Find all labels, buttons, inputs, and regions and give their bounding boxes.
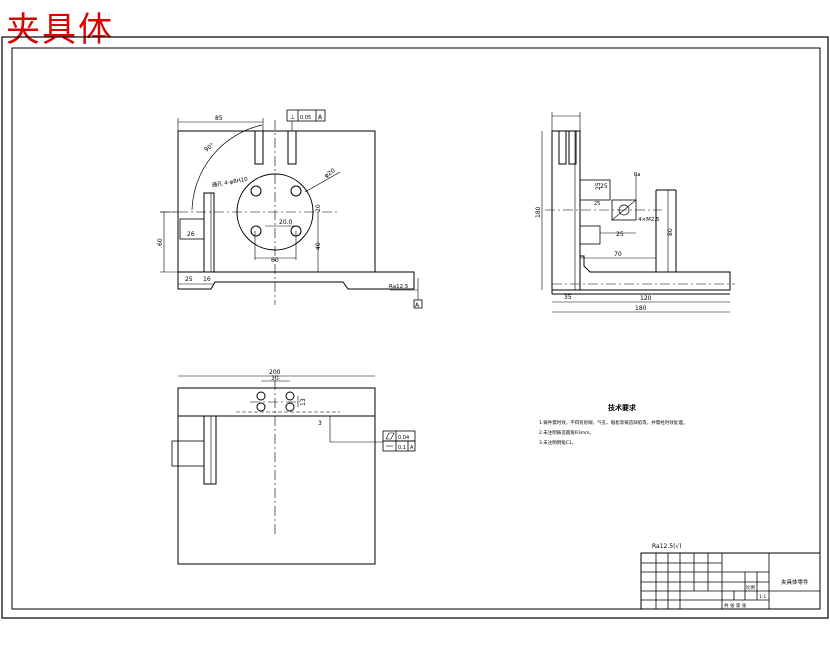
drawing-title: 夹具体 — [6, 10, 114, 50]
roughness-bottom: Ra12.5(√) — [652, 543, 682, 550]
front-dim-60-left: 60 — [157, 238, 164, 246]
tech-req-heading: 技术要求 — [608, 403, 637, 412]
plan-tol1-value: 0.04 — [398, 435, 409, 441]
front-view — [160, 109, 423, 309]
title-block-sheet: 共 张 第 张 — [724, 602, 747, 609]
sheet-border-outer — [1, 36, 829, 619]
title-block-scale: 1:1 — [759, 594, 766, 600]
front-datum-symbol: ⊥ — [290, 114, 295, 121]
title-block-name: 夹具体零件 — [781, 578, 809, 586]
front-dim-center: 20.0 — [279, 219, 293, 226]
plan-tol2-value: 0.1 — [398, 445, 406, 451]
side-dim-180-vert: 180 — [535, 206, 542, 218]
plan-dim-200: 200 — [269, 369, 281, 376]
front-dim-85: 85 — [215, 115, 223, 122]
title-block — [640, 552, 821, 610]
side-dim-35: 35 — [564, 294, 572, 301]
side-dim-70: 70 — [614, 251, 622, 258]
tech-req-item-1: 1.铸件需时效，不得有砂眼、气孔、缩松等铸造缺陷等，并需经时效处理。 — [539, 419, 687, 426]
plan-tol-frame-2 — [382, 440, 416, 452]
title-block-scale-label: 比例 — [746, 584, 755, 591]
front-datum-value: 0.05 — [300, 115, 311, 121]
tech-req-item-2: 2.未注明铸造圆角R3mm。 — [539, 429, 594, 436]
front-datum-frame — [286, 109, 326, 122]
side-dim-roughness: Ra — [634, 172, 640, 178]
side-view — [541, 112, 735, 313]
side-dim-25-inner: 25 — [594, 201, 600, 207]
front-dim-25: 25 — [185, 276, 193, 283]
side-dim-25-top: 25 — [595, 182, 602, 190]
front-dim-26: 26 — [187, 231, 195, 238]
sheet-border-inner — [11, 47, 821, 610]
side-dim-80: 80 — [667, 228, 674, 236]
tech-req-item-3: 3.未注明倒角C1。 — [539, 439, 576, 446]
front-hole-note: 通孔 4-φ8H10 — [211, 175, 249, 189]
front-dim-20: 20 — [315, 204, 322, 212]
side-dim-shaft: 25 — [600, 183, 608, 190]
plan-outline — [177, 387, 376, 565]
front-roughness: Ra12.5 — [389, 284, 409, 290]
plan-dim-3: 3 — [318, 420, 322, 427]
side-dim-120: 120 — [640, 295, 652, 302]
front-datum-label: A — [415, 302, 420, 309]
front-dim-60-bottom: 60 — [271, 257, 279, 264]
front-dim-40: 40 — [315, 242, 322, 250]
front-left-flange — [203, 192, 215, 273]
front-slot-right — [287, 130, 297, 165]
front-datum-ref: A — [318, 114, 323, 121]
side-dim-180: 180 — [635, 305, 647, 312]
side-dim-25-bottom: 25 — [616, 231, 624, 238]
plan-tol2-ref: A — [410, 445, 414, 451]
plan-dim-30: 30 — [271, 375, 279, 382]
side-dim-m: 4×M2.5 — [638, 217, 660, 223]
front-body-outline — [177, 130, 415, 290]
front-dim-angle: 90° — [203, 142, 216, 154]
front-slot-left — [254, 130, 264, 165]
front-dim-16: 16 — [203, 276, 211, 283]
plan-view — [171, 375, 416, 565]
plan-dim-13: 13 — [300, 398, 307, 406]
